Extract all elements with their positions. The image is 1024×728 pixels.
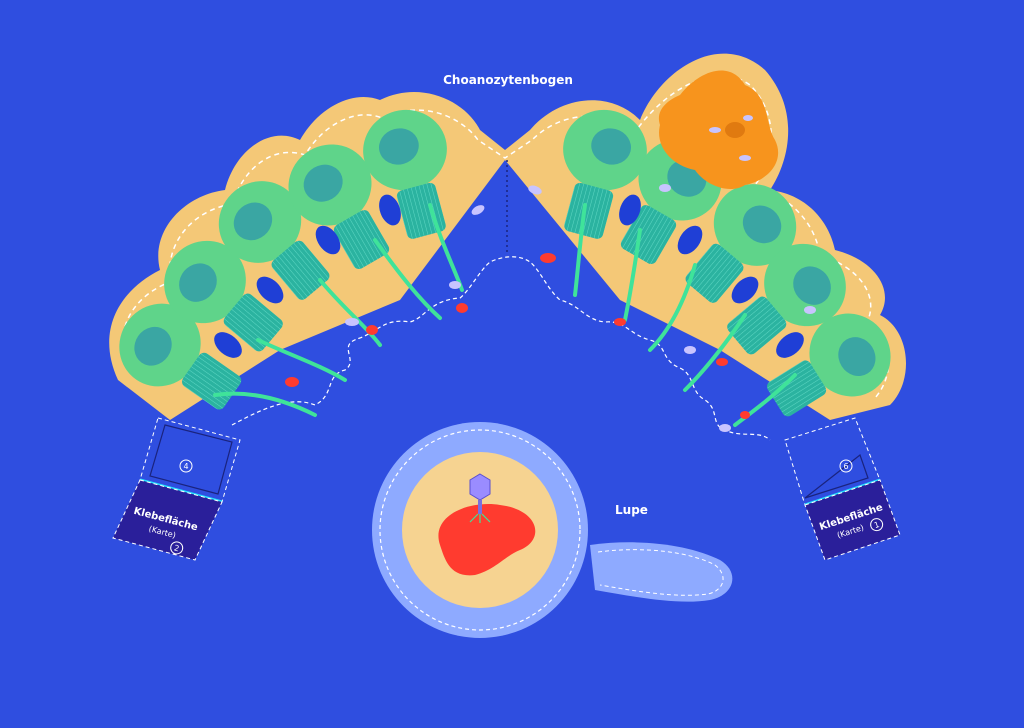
bacteriophage-icon (469, 473, 491, 523)
choanocyte-cell (218, 181, 330, 300)
choanocyte-cell (685, 184, 797, 303)
right-glue-tab: 6 Klebefläche (Karte) 1 (784, 417, 901, 561)
right-box-number: 6 (843, 462, 848, 471)
left-glue-number: 2 (173, 543, 180, 553)
choanocyte-cell (727, 243, 846, 355)
flagella (213, 203, 797, 427)
amoebocyte (658, 70, 779, 190)
food-particles (345, 184, 816, 432)
collar-gaps (214, 194, 804, 358)
choanocyte-cell (767, 313, 891, 417)
left-glue-tab: 4 Klebefläche (Karte) 2 (112, 417, 241, 561)
choanocyte-cells-left (119, 109, 447, 410)
magnified-bacterium (438, 504, 536, 576)
arch-title: Choanozytenbogen (443, 73, 573, 87)
magnifier-label: Lupe (615, 503, 648, 517)
choanocyte-cell (164, 240, 283, 352)
right-glue-number: 1 (873, 520, 881, 530)
left-box-number: 4 (183, 462, 188, 471)
choanocyte-cell (563, 109, 647, 239)
choanocyte-cells-right (563, 109, 891, 417)
choanocyte-cell (119, 303, 242, 410)
bacteria (285, 253, 750, 419)
choanocyte-cell (288, 144, 390, 270)
choanocyte-cell (363, 109, 447, 239)
inner-cut-line (231, 256, 771, 441)
magnifier (372, 422, 733, 638)
